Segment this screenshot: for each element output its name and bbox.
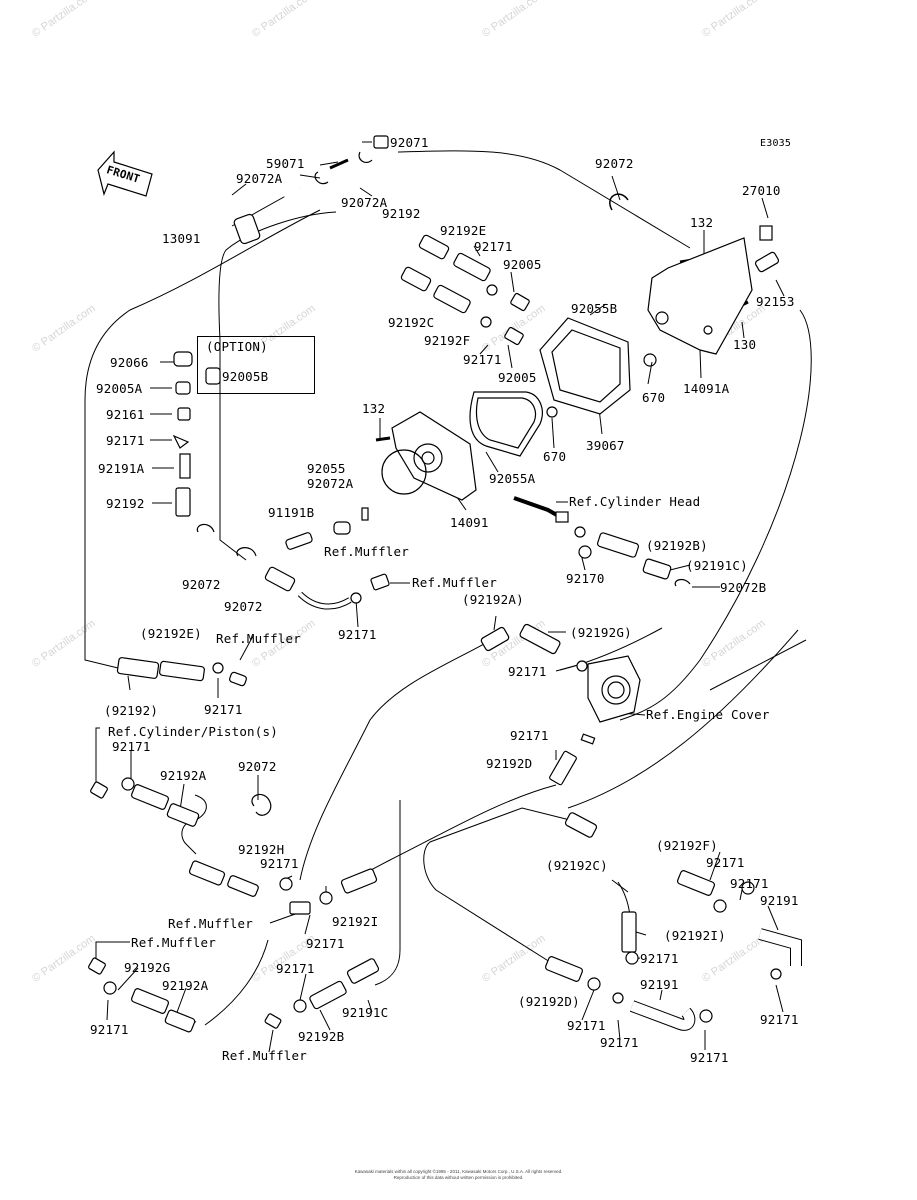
part-label: 92072A — [236, 171, 283, 186]
part-label: Ref.Engine Cover — [646, 707, 770, 722]
part-label: 92071 — [390, 135, 429, 150]
part-label: (92192A) — [462, 592, 524, 607]
part-label: 92171 — [508, 664, 547, 679]
part-label: Ref.Cylinder Head — [569, 494, 701, 509]
part-label: Ref.Muffler — [222, 1048, 307, 1063]
part-label: 132 — [362, 401, 386, 416]
part-label: (92191C) — [686, 558, 748, 573]
part-label: 92072 — [224, 599, 263, 614]
copyright-line: Kawasaki materials within all copyright … — [354, 1169, 563, 1174]
part-label: 92055A — [489, 471, 536, 486]
part-label: 92055 — [307, 461, 346, 476]
part-label: 92055B — [571, 301, 618, 316]
part-label: Ref.Muffler — [168, 916, 253, 931]
part-label: 92072A — [341, 195, 388, 210]
part-label: 92192 — [382, 206, 421, 221]
part-label: 92192F — [424, 333, 471, 348]
part-label: 92192B — [298, 1029, 345, 1044]
part-label: 92191 — [760, 893, 799, 908]
part-label: (92192F) — [656, 838, 718, 853]
part-label: 92171 — [640, 951, 679, 966]
part-label: 92171 — [706, 855, 745, 870]
part-label: 92192C — [388, 315, 435, 330]
option-box: (OPTION) — [197, 336, 315, 394]
part-label: 92171 — [112, 739, 151, 754]
part-label: 92171 — [474, 239, 513, 254]
part-label: 92192 — [106, 496, 145, 511]
part-label: 92192H — [238, 842, 285, 857]
part-label: 92192A — [162, 978, 209, 993]
part-label: 92171 — [600, 1035, 639, 1050]
part-label: 92171 — [306, 936, 345, 951]
part-label: 27010 — [742, 183, 781, 198]
part-label: 670 — [543, 449, 567, 464]
part-label: 92192E — [440, 223, 487, 238]
part-label: 92171 — [760, 1012, 799, 1027]
part-label: 92171 — [510, 728, 549, 743]
part-label: 92005 — [503, 257, 542, 272]
copyright-line: Reproduction of this data without writte… — [393, 1175, 524, 1180]
part-label: 92005A — [96, 381, 143, 396]
part-label: 92192I — [332, 914, 379, 929]
part-label: 92072A — [307, 476, 354, 491]
part-label: 92171 — [260, 856, 299, 871]
part-label: 92191A — [98, 461, 145, 476]
part-label: 132 — [690, 215, 714, 230]
part-label: 92171 — [90, 1022, 129, 1037]
part-label: 92192G — [124, 960, 171, 975]
part-label: (92192D) — [518, 994, 580, 1009]
part-label: 92171 — [204, 702, 243, 717]
part-label: 670 — [642, 390, 666, 405]
part-label: 92170 — [566, 571, 605, 586]
part-label: 130 — [733, 337, 757, 352]
part-label: 13091 — [162, 231, 201, 246]
part-label: (92192G) — [570, 625, 632, 640]
part-label: Ref.Muffler — [216, 631, 301, 646]
part-label: 92153 — [756, 294, 795, 309]
part-label: 92192D — [486, 756, 533, 771]
part-label: 92192A — [160, 768, 207, 783]
part-label: 92005B — [222, 369, 269, 384]
part-label: Ref.Muffler — [131, 935, 216, 950]
part-label: 92171 — [567, 1018, 606, 1033]
part-label: 14091A — [683, 381, 730, 396]
part-label: 92161 — [106, 407, 145, 422]
option-box-title: (OPTION) — [206, 339, 268, 354]
part-label: 92072 — [182, 577, 221, 592]
part-label: 92171 — [463, 352, 502, 367]
part-label: (92192B) — [646, 538, 708, 553]
part-label: 92191C — [342, 1005, 389, 1020]
part-label: 92171 — [106, 433, 145, 448]
part-label: 92171 — [730, 876, 769, 891]
part-label: 92191 — [640, 977, 679, 992]
part-label: 14091 — [450, 515, 489, 530]
copyright-notice: Kawasaki materials within all copyright … — [0, 1169, 917, 1181]
part-label: 92171 — [338, 627, 377, 642]
part-label: Ref.Muffler — [412, 575, 497, 590]
part-label: 92072 — [238, 759, 277, 774]
part-label: 92171 — [690, 1050, 729, 1065]
part-label: 39067 — [586, 438, 625, 453]
part-label: 92066 — [110, 355, 149, 370]
part-label: 91191B — [268, 505, 315, 520]
part-label: Ref.Cylinder/Piston(s) — [108, 724, 278, 739]
part-label: (92192) — [104, 703, 159, 718]
part-label: (92192I) — [664, 928, 726, 943]
part-label: (92192C) — [546, 858, 608, 873]
part-label: 92072 — [595, 156, 634, 171]
part-label: 92005 — [498, 370, 537, 385]
diagram-code: E3035 — [760, 138, 792, 149]
part-label: 92171 — [276, 961, 315, 976]
part-label: (92192E) — [140, 626, 202, 641]
part-label: Ref.Muffler — [324, 544, 409, 559]
part-label: 59071 — [266, 156, 305, 171]
part-label: 92072B — [720, 580, 767, 595]
